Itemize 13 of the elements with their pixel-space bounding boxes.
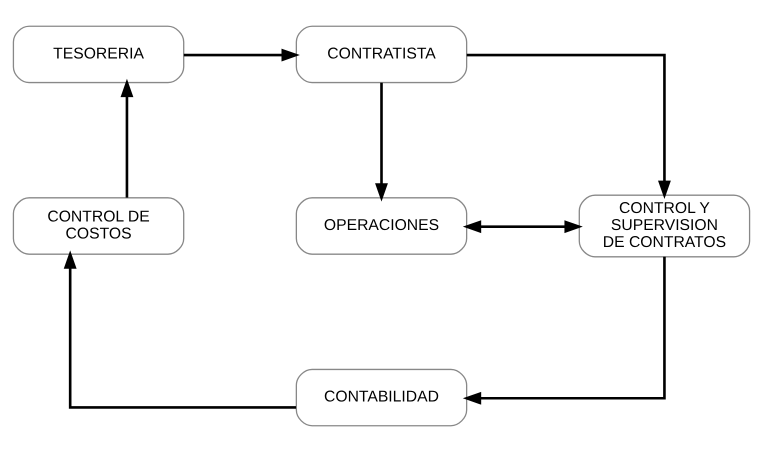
node-box: CONTABILIDAD: [296, 368, 468, 426]
node-box: CONTROL DE COSTOS: [12, 197, 184, 255]
node-box: OPERACIONES: [296, 197, 468, 255]
arrow: [466, 54, 671, 199]
arrow: [462, 220, 583, 234]
arrow: [184, 48, 300, 62]
arrow: [64, 250, 296, 409]
arrow: [120, 78, 134, 198]
arrow: [375, 82, 388, 202]
node-box: TESORERIA: [12, 26, 184, 84]
node-box: CONTRATISTA: [296, 26, 468, 84]
arrow: [462, 256, 666, 405]
node-box: CONTROL Y SUPERVISION DE CONTRATOS: [578, 194, 750, 258]
